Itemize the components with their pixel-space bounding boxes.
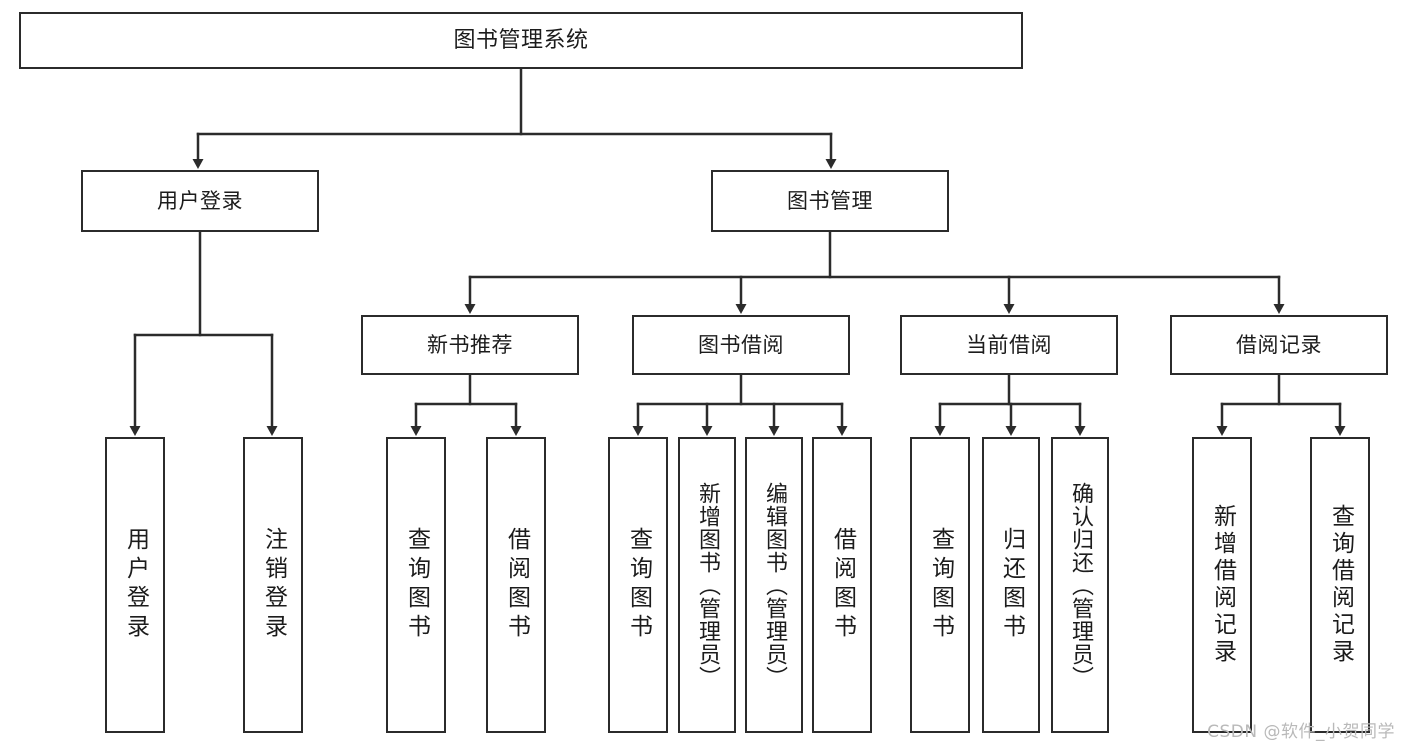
node-book-borrow[interactable]: 图书借阅	[632, 315, 850, 375]
node-user-login[interactable]: 用户登录	[81, 170, 319, 232]
node-new-book-recommend-label: 新书推荐	[427, 332, 513, 357]
node-leaf-borrow-book-2[interactable]: 借阅图书	[812, 437, 872, 733]
node-leaf-logout-label: 注销登录	[260, 527, 287, 643]
node-borrow-record-label: 借阅记录	[1236, 332, 1322, 357]
node-root-label: 图书管理系统	[453, 27, 589, 53]
node-book-manage[interactable]: 图书管理	[711, 170, 949, 232]
csdn-watermark: CSDN @软件_小贺同学	[1207, 722, 1395, 742]
node-leaf-edit-book-label: 编辑图书（管理员）	[762, 481, 787, 689]
node-leaf-query-record[interactable]: 查询借阅记录	[1310, 437, 1370, 733]
node-leaf-query-book-1-label: 查询图书	[403, 527, 430, 643]
node-leaf-query-book-3[interactable]: 查询图书	[910, 437, 970, 733]
node-new-book-recommend[interactable]: 新书推荐	[361, 315, 579, 375]
node-book-manage-label: 图书管理	[787, 188, 873, 213]
node-leaf-borrow-book-1[interactable]: 借阅图书	[486, 437, 546, 733]
node-book-borrow-label: 图书借阅	[698, 332, 784, 357]
node-current-borrow[interactable]: 当前借阅	[900, 315, 1118, 375]
node-leaf-add-record[interactable]: 新增借阅记录	[1192, 437, 1252, 733]
node-leaf-confirm-return-label: 确认归还（管理员）	[1068, 481, 1093, 689]
node-leaf-query-book-2-label: 查询图书	[625, 527, 652, 643]
node-current-borrow-label: 当前借阅	[966, 332, 1052, 357]
node-leaf-query-book-1[interactable]: 查询图书	[386, 437, 446, 733]
node-leaf-user-login-label: 用户登录	[122, 527, 149, 643]
node-leaf-add-book[interactable]: 新增图书（管理员）	[678, 437, 736, 733]
node-leaf-user-login[interactable]: 用户登录	[105, 437, 165, 733]
node-user-login-label: 用户登录	[157, 188, 243, 213]
node-leaf-query-record-label: 查询借阅记录	[1327, 504, 1354, 666]
node-leaf-query-book-2[interactable]: 查询图书	[608, 437, 668, 733]
node-leaf-add-book-label: 新增图书（管理员）	[695, 481, 720, 689]
node-leaf-borrow-book-1-label: 借阅图书	[503, 527, 530, 643]
node-leaf-confirm-return[interactable]: 确认归还（管理员）	[1051, 437, 1109, 733]
node-leaf-return-book-label: 归还图书	[998, 527, 1025, 643]
node-leaf-query-book-3-label: 查询图书	[927, 527, 954, 643]
node-root[interactable]: 图书管理系统	[19, 12, 1023, 69]
node-leaf-edit-book[interactable]: 编辑图书（管理员）	[745, 437, 803, 733]
node-borrow-record[interactable]: 借阅记录	[1170, 315, 1388, 375]
node-leaf-add-record-label: 新增借阅记录	[1209, 504, 1236, 666]
node-leaf-return-book[interactable]: 归还图书	[982, 437, 1040, 733]
node-leaf-borrow-book-2-label: 借阅图书	[829, 527, 856, 643]
node-leaf-logout[interactable]: 注销登录	[243, 437, 303, 733]
